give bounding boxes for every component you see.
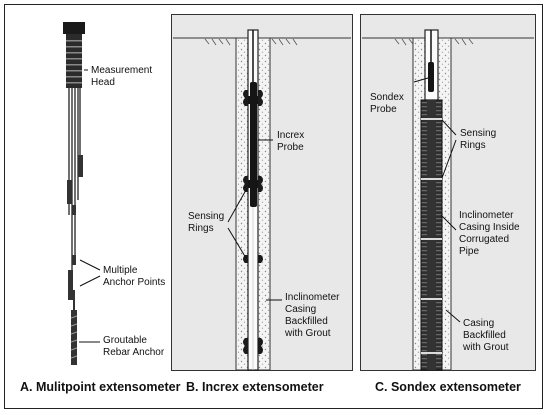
sondex-sensing-rings-label: Sensing Rings xyxy=(460,128,497,151)
anchor-points-label: Multiple Anchor Points xyxy=(103,265,166,288)
caption-sondex: C. Sondex extensometer xyxy=(375,380,521,394)
sondex-casing-label: Inclinometer Casing Inside Corrugated Pi… xyxy=(459,210,520,257)
rebar-anchor-label: Groutable Rebar Anchor xyxy=(103,335,165,358)
increx-casing-label: Inclinometer Casing Backfilled with Grou… xyxy=(285,292,340,339)
head-cap xyxy=(63,22,85,34)
sondex-extensometer-drawing xyxy=(362,29,534,371)
head-body xyxy=(66,34,82,88)
sondex-grout-label: Casing Backfilled with Grout xyxy=(463,318,509,353)
measurement-head-label: Measurement Head xyxy=(91,65,153,88)
increx-probe-label: Increx Probe xyxy=(277,130,305,153)
sondex-probe-label: Sondex Probe xyxy=(370,92,404,115)
multipoint-extensometer-drawing xyxy=(63,22,101,365)
increx-sensing-rings-label: Sensing Rings xyxy=(188,211,225,234)
caption-increx: B. Increx extensometer xyxy=(186,380,324,394)
caption-multipoint: A. Mulitpoint extensometer xyxy=(20,380,181,394)
increx-extensometer-drawing xyxy=(173,29,351,371)
